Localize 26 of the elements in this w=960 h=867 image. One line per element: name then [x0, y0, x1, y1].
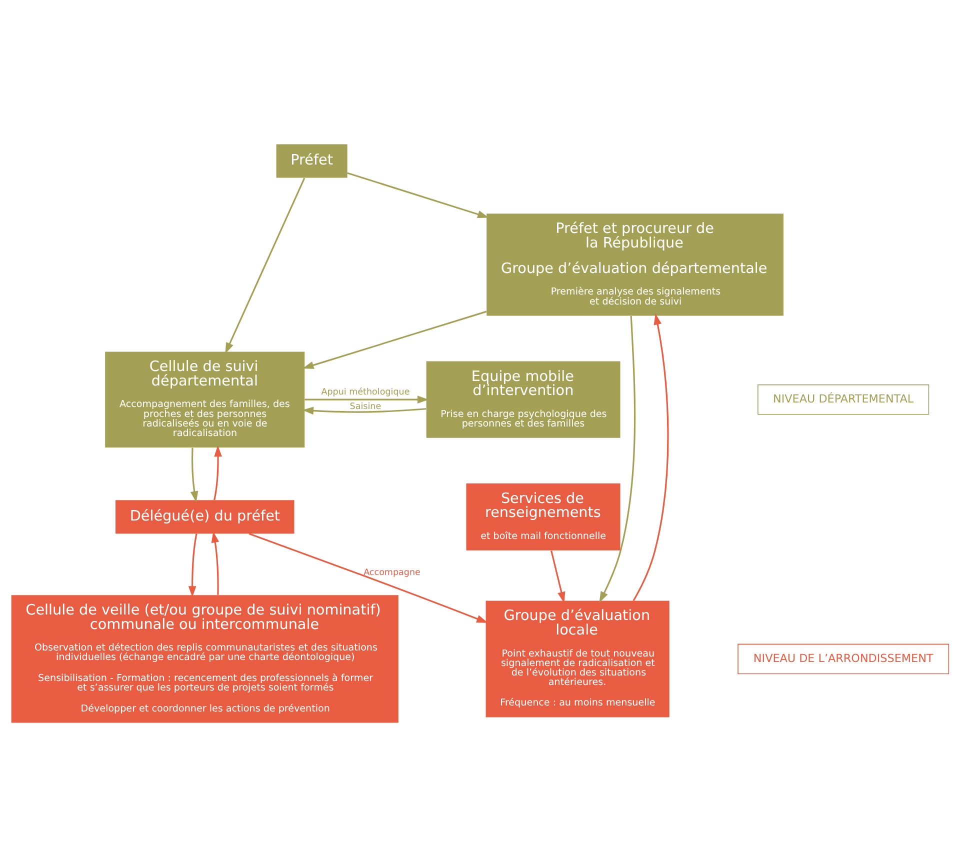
node-box: Services de renseignements et boîte mail fonctionnelle	[466, 483, 620, 550]
arrow	[304, 396, 429, 404]
node-box: Groupe d’évaluation locale Point exhaustif de tout nouveau signalement de radicalisation et de l’évolution des situations antérieures. Fréquence : au moins mensuelle	[486, 600, 670, 718]
arrow	[225, 178, 306, 354]
edge-label: Appui méthologique	[321, 388, 410, 398]
arrow	[248, 532, 488, 623]
node-box: Equipe mobile d’intervention Prise en charge psychologique des personnes et des familles	[426, 361, 620, 438]
arrow	[211, 531, 220, 595]
arrow	[599, 316, 636, 603]
node-box: Préfet	[276, 144, 348, 178]
arrow	[347, 172, 489, 218]
arrow	[214, 445, 222, 500]
arrow	[302, 310, 487, 369]
arrow	[550, 550, 566, 604]
node-box: Cellule de veille (et/ou groupe de suivi nominatif) communale ou intercommunale Observation et détection des replis communautaristes et des situations individuelles (échange encadré par une charte déontologique) Sensibilisation - Formation : recencement des professionnels à former et s’assurer que les porteurs de projets soient formés Développer et coordonner les actions de prévention	[11, 595, 398, 723]
node-box: Préfet et procureur de la République Groupe d’évaluation départementale Première analyse des signalements et décision de suivi	[486, 214, 784, 316]
node-box: Cellule de suivi départemental Accompagnement des familles, des proches et des personnes radicaliseés ou en voie de radicalisation	[105, 352, 305, 448]
label: NIVEAU DE L’ARRONDISSEMENT	[753, 652, 934, 665]
label: NIVEAU DÉPARTEMENTAL	[773, 392, 914, 406]
arrow	[190, 448, 198, 502]
edge-label: Saisine	[350, 402, 382, 412]
edge-label: Accompagne	[364, 568, 420, 578]
arrow	[632, 314, 669, 601]
arrow	[188, 534, 198, 598]
node-box: Délégué(e) du préfet	[115, 500, 294, 534]
arrow	[302, 406, 426, 415]
